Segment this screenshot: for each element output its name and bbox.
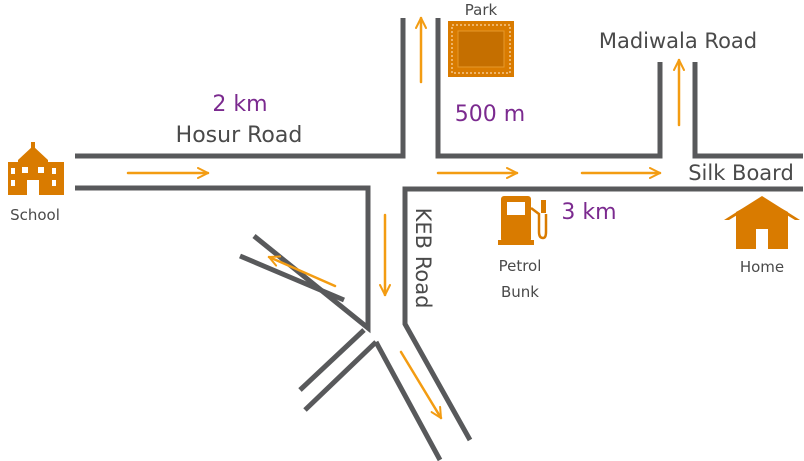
keb-branch-inner-edge [303,340,378,412]
hosur-road-north-edge [75,18,406,159]
map-labels: Park Madiwala Road 2 km Hosur Road 500 m… [10,1,794,308]
park-distance-label: 500 m [455,102,525,127]
keb-branch-upper-edge [239,253,345,303]
silk-board-south-edge [402,186,803,442]
madiwala-road-label: Madiwala Road [599,29,757,53]
keb-branch-lower-edge [298,328,366,392]
park-icon [448,21,514,77]
petrol-label-line1: Petrol [499,257,542,275]
road-network [75,18,803,461]
keb-branch-south-edge [373,340,443,461]
keb-road-label: KEB Road [411,208,435,309]
petrol-label-line2: Bunk [501,283,539,301]
home-icon [724,196,800,249]
park-road-east-edge [435,18,663,159]
hosur-road-south-edge [75,185,371,334]
arrow-branch-southeast [399,350,443,420]
silk-board-label: Silk Board [688,161,794,185]
hosur-road-label: Hosur Road [176,123,303,148]
school-icon [8,142,64,195]
petrol-pump-icon [498,196,548,245]
silk-distance-label: 3 km [561,200,616,225]
route-arrows [126,16,685,420]
arrow-branch-northwest [267,255,337,288]
home-label: Home [740,258,784,276]
park-label: Park [465,1,498,19]
school-label: School [10,206,60,224]
hosur-distance-label: 2 km [212,92,267,117]
silk-board-east-edge [692,62,803,159]
